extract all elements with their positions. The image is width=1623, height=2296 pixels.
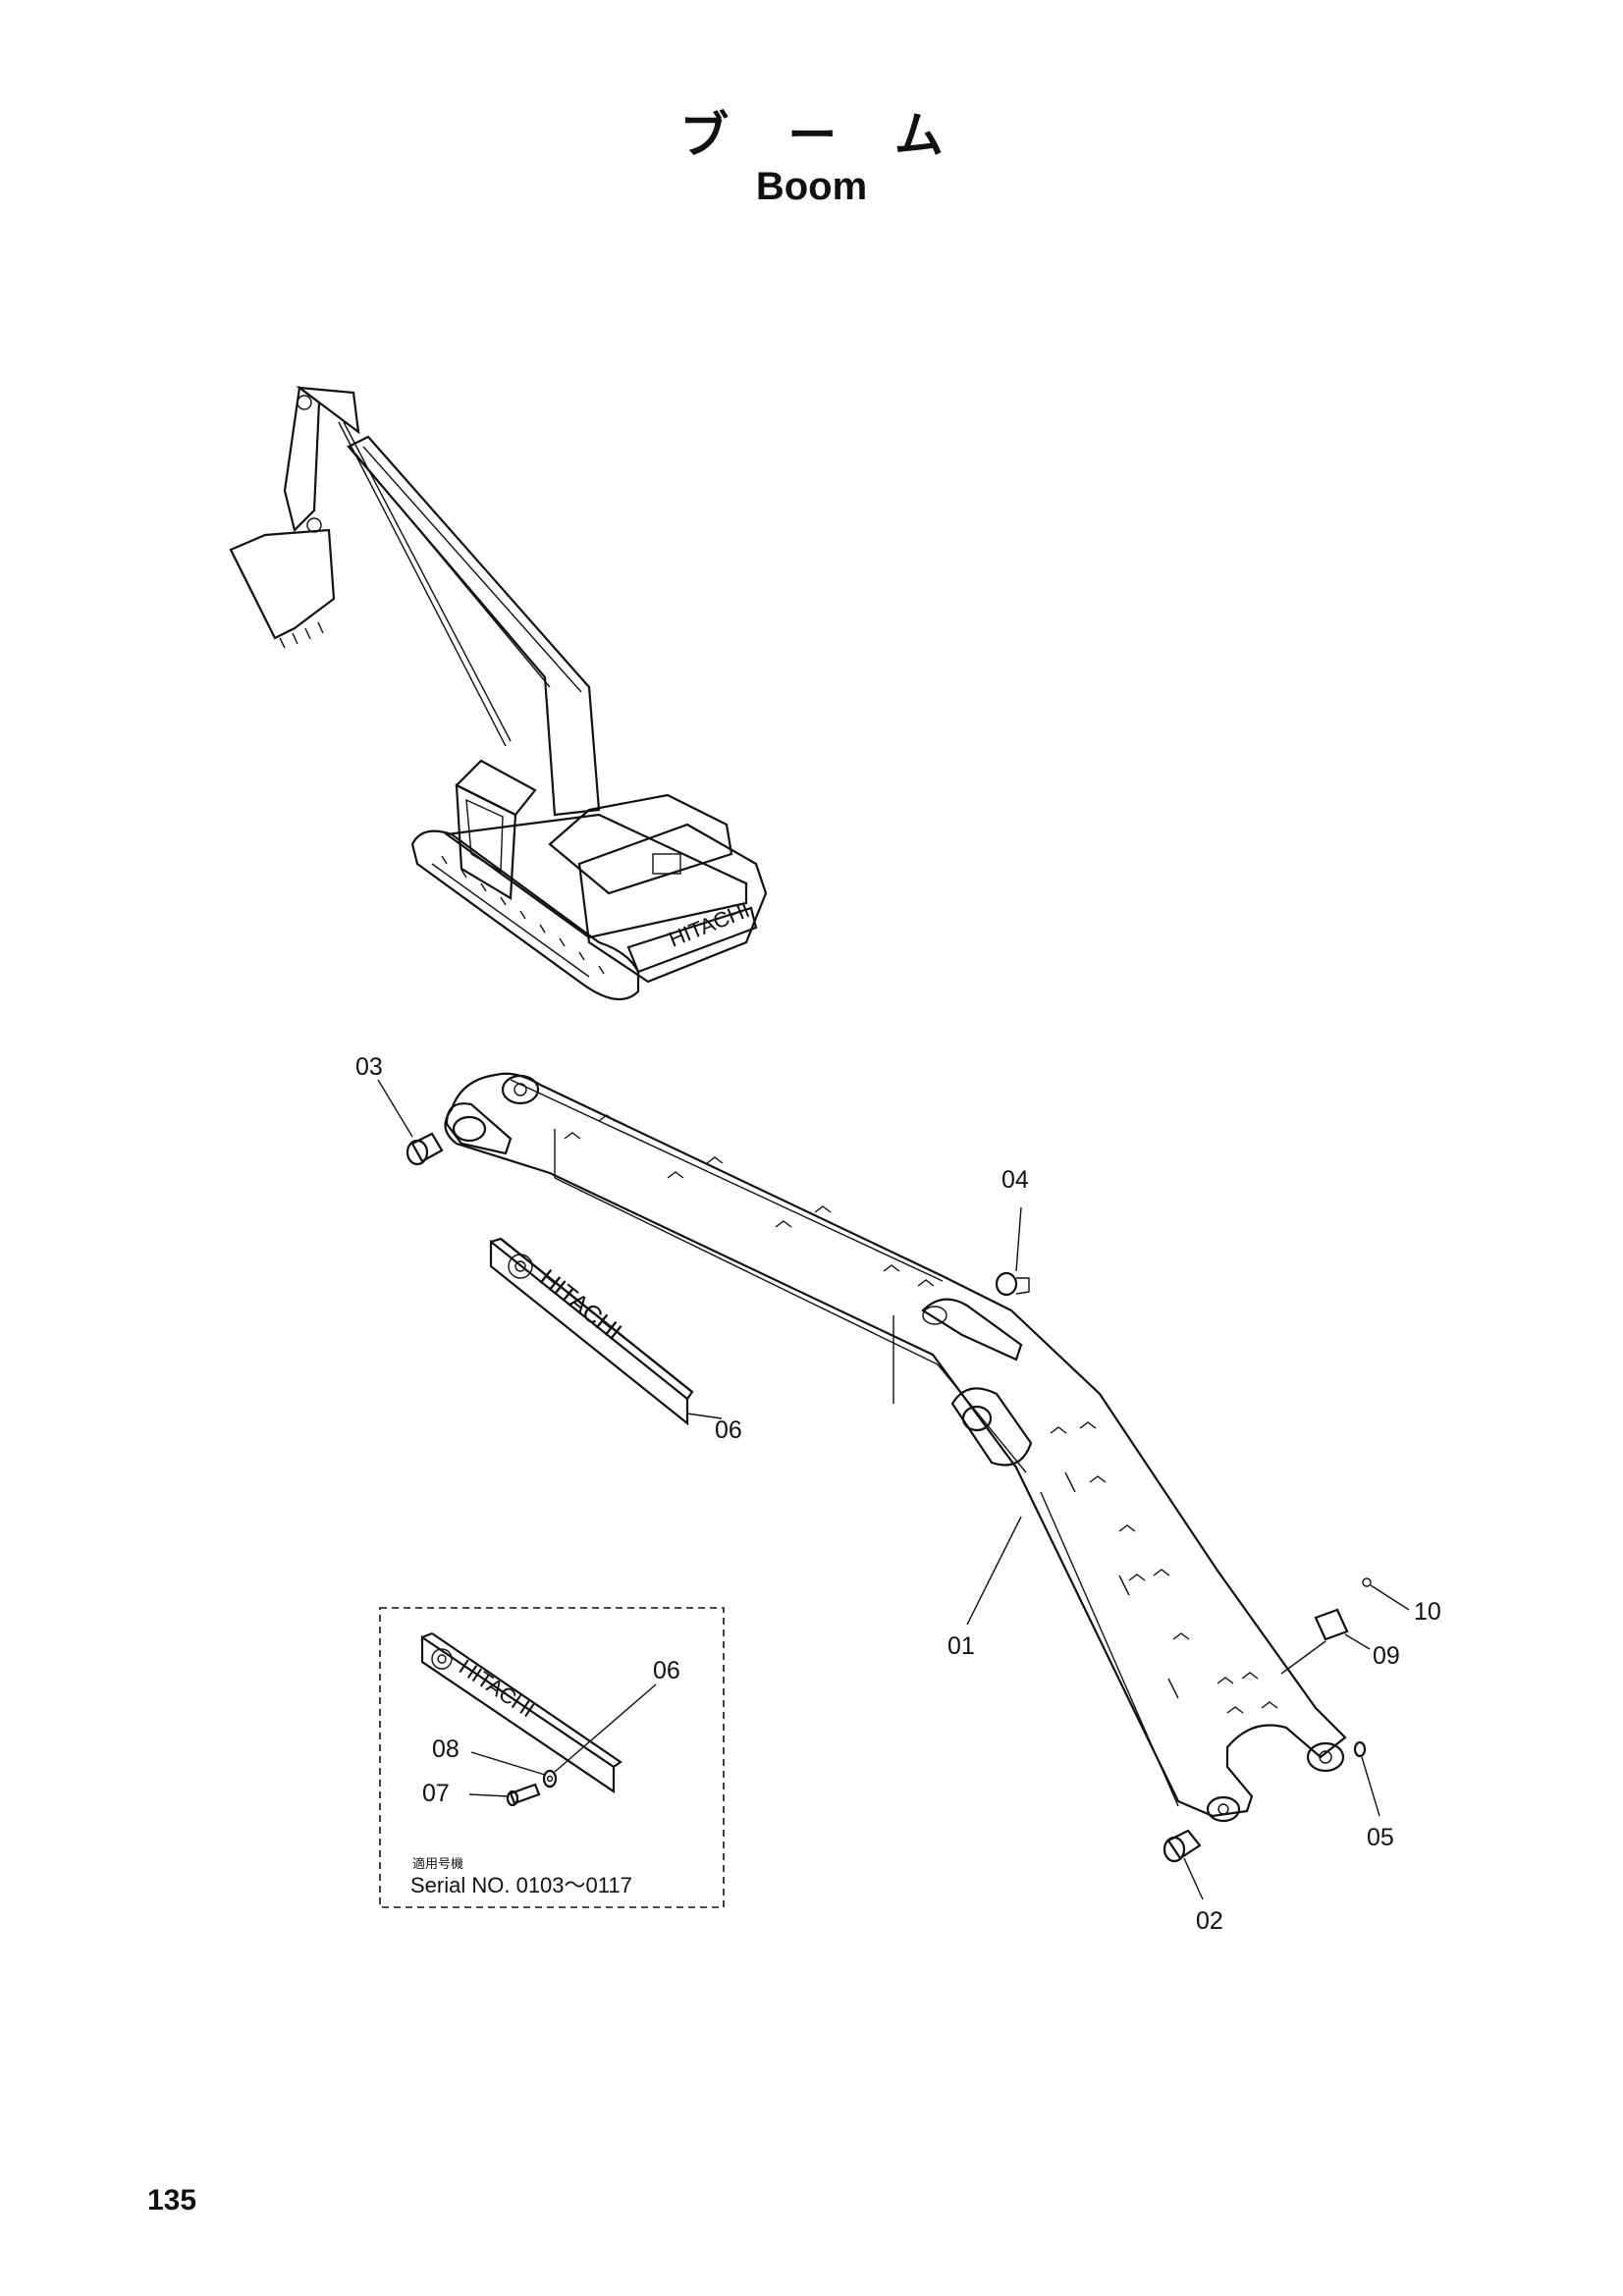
part-03-bushing: 03 [355,1053,444,1166]
part-02-bushing: 02 [1163,1829,1223,1935]
excavator-logo-text: HITACHI [666,897,753,952]
inset-applicable-note: 適用号機 [412,1856,463,1872]
callout-04: 04 [1001,1166,1029,1194]
page-title-english: Boom [755,165,868,208]
page-title-japanese: ブーム [679,107,1002,164]
callout-06-inset: 06 [653,1657,680,1684]
callout-02: 02 [1196,1907,1223,1935]
page-number: 135 [147,2184,197,2216]
inset-serial-range: Serial NO. 0103～0117 [410,1873,632,1897]
part-04-bushing: 04 [995,1166,1030,1297]
callout-01: 01 [947,1632,975,1660]
callout-07: 07 [422,1780,450,1807]
boom-part-01: 01 [444,1072,1347,1823]
excavator-illustration: HITACHI [229,386,768,1001]
plate-logo-text: HITACHI [534,1264,626,1346]
part-09-fitting: 09 [1280,1608,1400,1675]
callout-03: 03 [355,1053,383,1081]
serial-inset-box: HITACHI 07 08 06 適用号機 Serial NO. 0103～01… [379,1607,725,1908]
callout-06: 06 [715,1416,742,1444]
part-10-grease-nipple: 10 [1362,1577,1441,1626]
part-06-name-plate: HITACHI 06 [489,1237,742,1444]
callout-10: 10 [1414,1598,1441,1626]
callout-09: 09 [1373,1642,1400,1670]
callout-05: 05 [1367,1824,1394,1851]
callout-08: 08 [432,1735,460,1763]
part-05-ring: 05 [1353,1740,1394,1851]
